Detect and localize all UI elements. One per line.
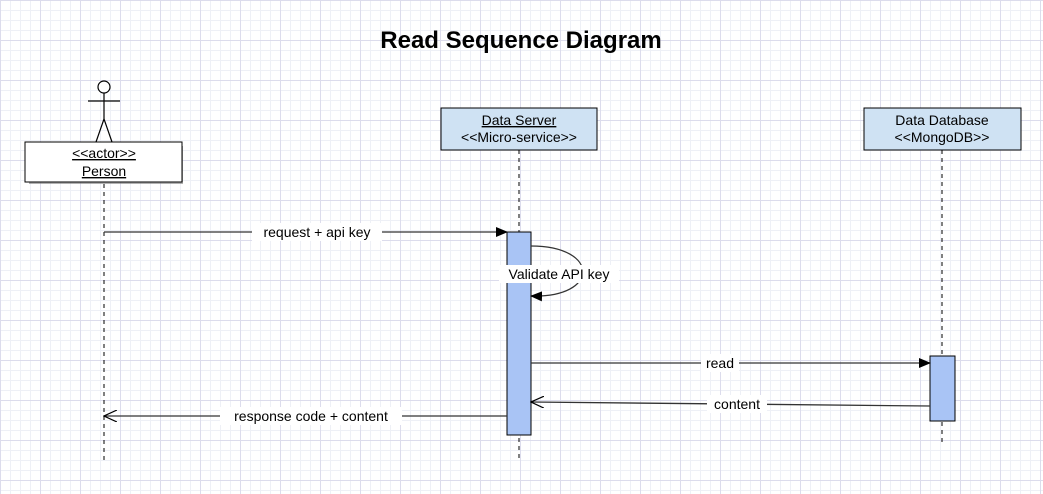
person-name: Person (82, 163, 126, 179)
server-participant: Data Server <<Micro-service>> (440, 107, 598, 151)
request-label: request + api key (263, 224, 370, 240)
database-stereotype: <<MongoDB>> (895, 129, 990, 145)
request-message: request + api key (104, 223, 508, 241)
validate-label: Validate API key (509, 266, 610, 282)
server-name: Data Server (482, 112, 557, 128)
server-stereotype: <<Micro-service>> (461, 129, 577, 145)
read-label: read (706, 355, 734, 371)
diagram-title: Read Sequence Diagram (380, 27, 661, 54)
content-message: content (531, 395, 931, 413)
database-activation-bar (929, 355, 956, 422)
response-message: response code + content (104, 407, 507, 425)
content-label: content (714, 396, 760, 412)
database-name: Data Database (895, 112, 989, 128)
database-participant: Data Database <<MongoDB>> (863, 107, 1022, 151)
validate-message: Validate API key (499, 245, 619, 302)
server-activation-bar (506, 231, 532, 436)
person-stereotype: <<actor>> (72, 145, 136, 161)
read-message: read (531, 354, 931, 372)
person-participant: <<actor>> Person (24, 141, 183, 184)
actor-stick-figure-icon (88, 80, 120, 143)
response-label: response code + content (234, 408, 388, 424)
